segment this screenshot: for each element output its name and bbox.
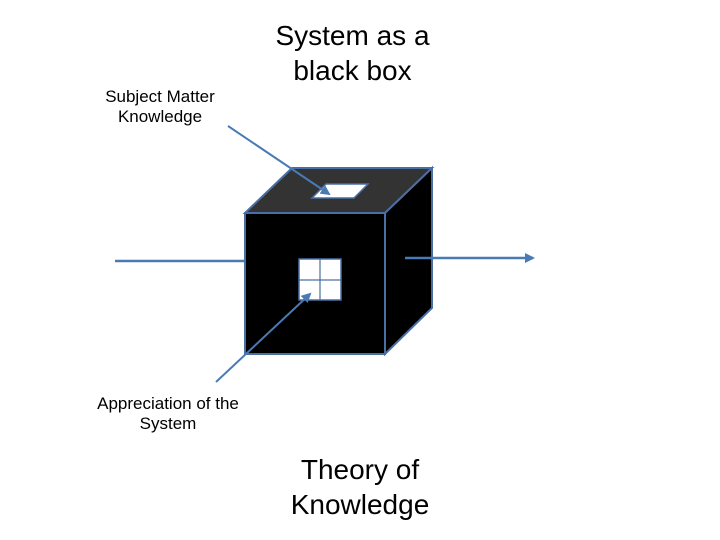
subject-matter-pointer xyxy=(227,125,331,196)
front-window xyxy=(298,258,342,301)
theory-of-knowledge-label: Theory of Knowledge xyxy=(290,454,430,520)
appreciation-of-system-label: Appreciation of the System xyxy=(97,394,239,434)
appreciation-pointer xyxy=(215,292,312,383)
system-black-box-title: System as a black box xyxy=(275,20,430,86)
subject-matter-knowledge-label: Subject Matter Knowledge xyxy=(105,87,215,127)
